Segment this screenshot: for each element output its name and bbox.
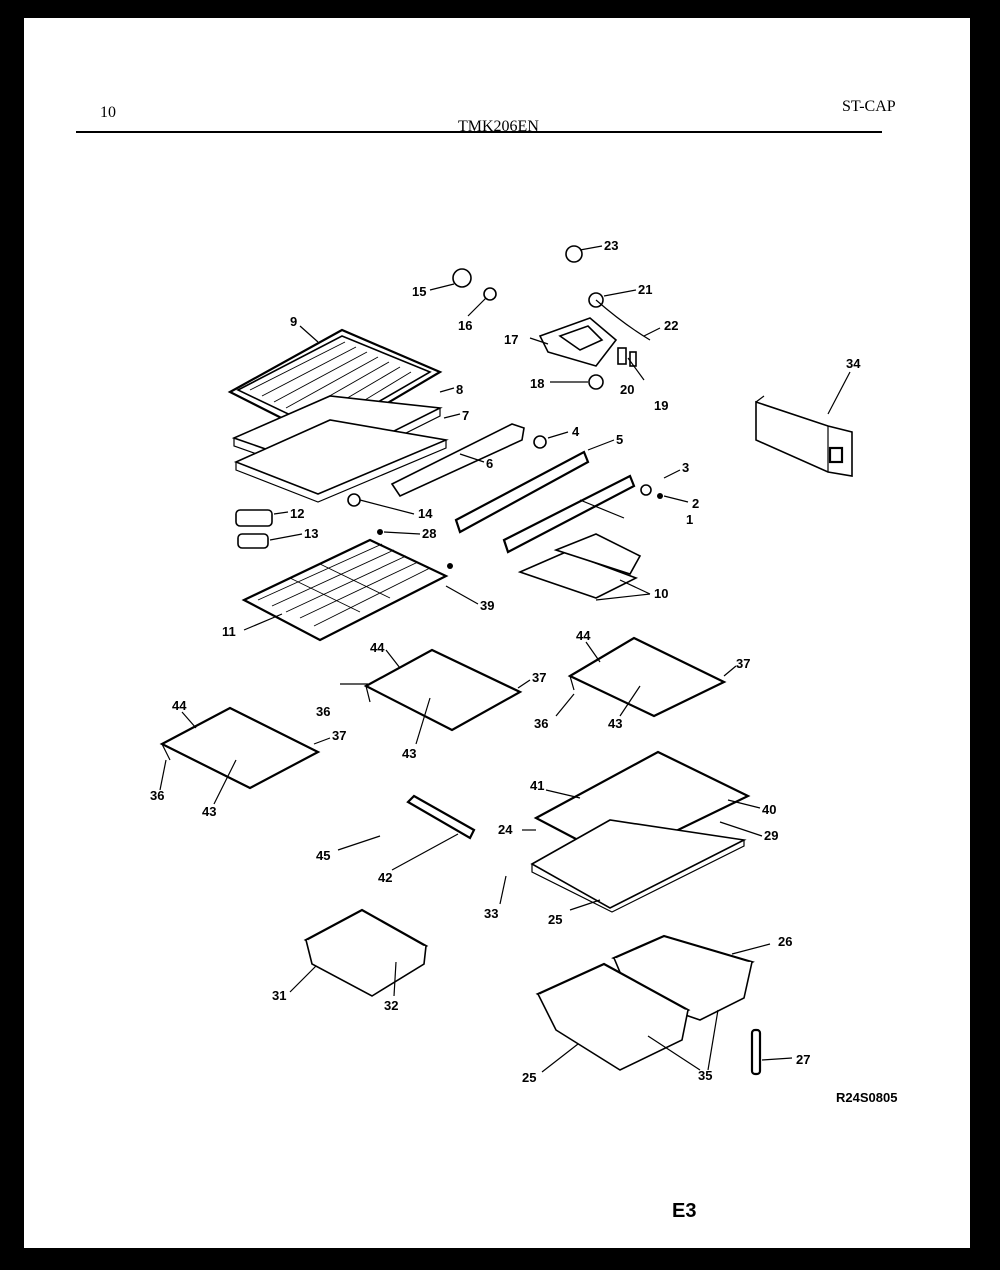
callout-8: 8 (456, 382, 463, 397)
callout-23: 23 (604, 238, 618, 253)
callout-19: 19 (654, 398, 668, 413)
callout-36-right: 36 (534, 716, 548, 731)
callout-40: 40 (762, 802, 776, 817)
callout-44-right: 44 (576, 628, 591, 643)
leader-lines (159, 245, 851, 1073)
callout-1: 1 (686, 512, 693, 527)
callout-37-right: 37 (736, 656, 750, 671)
callout-12: 12 (290, 506, 304, 521)
part-17-control-housing (538, 245, 651, 390)
part-27-pin (750, 1028, 762, 1076)
category-code: ST-CAP (842, 98, 896, 115)
callout-27: 27 (796, 1052, 810, 1067)
callout-20: 20 (620, 382, 634, 397)
callout-37-middle: 37 (532, 670, 546, 685)
callout-21: 21 (638, 282, 652, 297)
callout-45: 45 (316, 848, 330, 863)
callout-25-cover: 25 (548, 912, 562, 927)
part-1-rail (502, 474, 663, 554)
drawing-code: R24S0805 (836, 1090, 898, 1105)
part-5-rail (454, 435, 590, 534)
callout-43-middle: 43 (402, 746, 416, 761)
callout-43-left: 43 (202, 804, 216, 819)
callout-11: 11 (222, 624, 236, 639)
callout-42: 42 (378, 870, 392, 885)
page-code: E3 (672, 1200, 697, 1222)
callout-17: 17 (504, 332, 518, 347)
callout-35: 35 (698, 1068, 712, 1083)
part-7-drip-tray (233, 419, 449, 503)
callout-16: 16 (458, 318, 472, 333)
part-15-16-light (452, 268, 497, 301)
part-43-glass-shelf-middle (363, 648, 523, 732)
part-34-door-bin (755, 395, 853, 477)
callout-7: 7 (462, 408, 469, 423)
callout-41: 41 (530, 778, 544, 793)
callout-25-crisper: 25 (522, 1070, 536, 1085)
callout-13: 13 (304, 526, 318, 541)
callout-39: 39 (480, 598, 494, 613)
part-6-bracket (390, 423, 525, 498)
callout-22: 22 (664, 318, 678, 333)
callout-34: 34 (846, 356, 861, 371)
callout-43-right: 43 (608, 716, 622, 731)
callout-labels: 1 2 3 4 5 6 7 8 9 10 11 12 13 14 15 16 1… (150, 238, 861, 1085)
part-25-crisper-cover (530, 819, 747, 913)
callout-36-middle: 36 (316, 704, 330, 719)
callout-31: 31 (272, 988, 286, 1003)
model-number: TMK206EN (458, 118, 539, 135)
callout-24: 24 (498, 822, 513, 837)
callout-15: 15 (412, 284, 426, 299)
callout-4: 4 (572, 424, 580, 439)
part-11-wire-shelf (241, 538, 449, 642)
callout-3: 3 (682, 460, 689, 475)
callout-44-middle: 44 (370, 640, 385, 655)
part-14-clip (347, 493, 361, 507)
callout-26: 26 (778, 934, 792, 949)
part-12-13-hinge (235, 509, 273, 549)
callout-44-left: 44 (172, 698, 187, 713)
callout-9: 9 (290, 314, 297, 329)
part-25-crisper-left (535, 962, 691, 1071)
part-42-divider (406, 794, 476, 840)
callout-10: 10 (654, 586, 668, 601)
callout-32: 32 (384, 998, 398, 1013)
callout-18: 18 (530, 376, 544, 391)
part-10-ice-trays (517, 533, 642, 599)
callout-28: 28 (422, 526, 436, 541)
callout-33: 33 (484, 906, 498, 921)
part-43-glass-shelf-right (567, 636, 727, 718)
callout-37-left: 37 (332, 728, 346, 743)
callout-29: 29 (764, 828, 778, 843)
callout-2: 2 (692, 496, 699, 511)
callout-6: 6 (486, 456, 493, 471)
parts-sheet (24, 18, 970, 1248)
page-number: 10 (100, 104, 116, 121)
callout-14: 14 (418, 506, 433, 521)
callout-5: 5 (616, 432, 623, 447)
part-31-drawer (303, 908, 429, 997)
header-rule (76, 131, 882, 133)
part-43-glass-shelf-left (159, 706, 321, 790)
callout-36-left: 36 (150, 788, 164, 803)
